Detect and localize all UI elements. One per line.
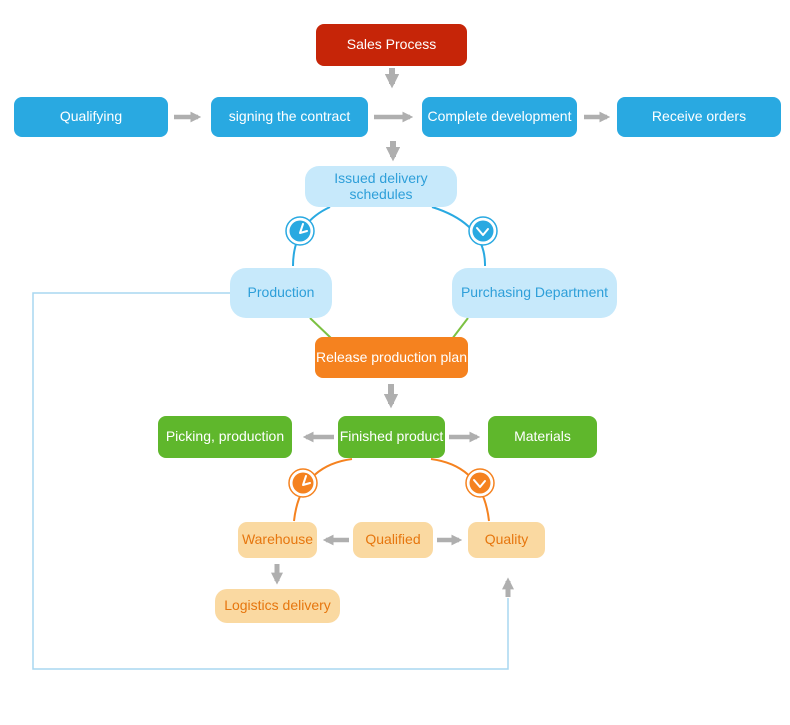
node-production: Production bbox=[230, 268, 332, 318]
clock-icon-blue-right bbox=[468, 216, 498, 246]
node-complete-development: Complete development bbox=[422, 97, 577, 137]
node-receive-orders: Receive orders bbox=[617, 97, 781, 137]
node-qualified: Qualified bbox=[353, 522, 433, 558]
clock-icon-orange-right bbox=[465, 468, 495, 498]
feedback-line bbox=[32, 292, 509, 670]
node-signing-the-contract: signing the contract bbox=[211, 97, 368, 137]
node-logistics-delivery: Logistics delivery bbox=[215, 589, 340, 623]
connector-production-to-release bbox=[309, 317, 333, 340]
node-sales-process: Sales Process bbox=[316, 24, 467, 66]
node-picking-production: Picking, production bbox=[158, 416, 292, 458]
node-qualifying: Qualifying bbox=[14, 97, 168, 137]
node-finished-product: Finished product bbox=[338, 416, 445, 458]
clock-icon-blue-left bbox=[285, 216, 315, 246]
clock-icon-orange-left bbox=[288, 468, 318, 498]
node-materials: Materials bbox=[488, 416, 597, 458]
node-issued-delivery-schedules: Issued delivery schedules bbox=[305, 166, 457, 207]
node-warehouse: Warehouse bbox=[238, 522, 317, 558]
connector-purchasing-to-release bbox=[451, 317, 469, 340]
node-release-production-plan: Release production plan bbox=[315, 337, 468, 378]
node-purchasing-department: Purchasing Department bbox=[452, 268, 617, 318]
node-quality: Quality bbox=[468, 522, 545, 558]
